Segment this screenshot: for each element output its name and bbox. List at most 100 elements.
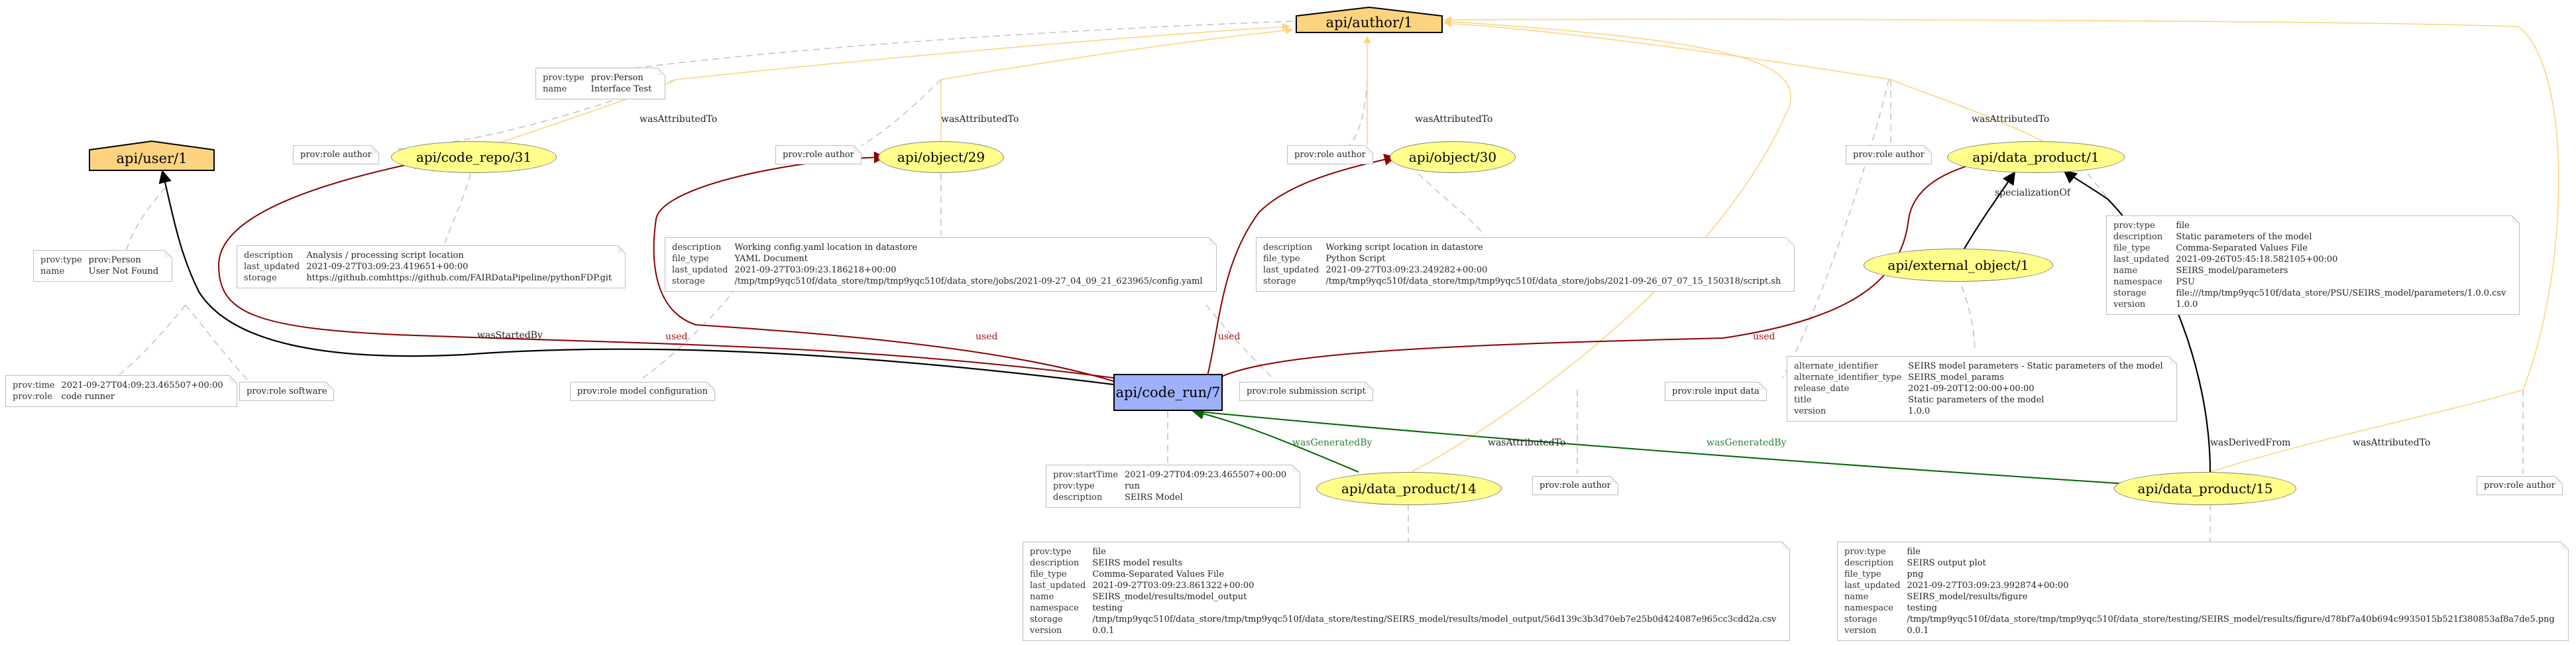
entity-code-repo[interactable]: api/code_repo/31 <box>391 141 557 173</box>
property-value: Comma-Separated Values File <box>1092 569 1224 579</box>
property-value: SEIRS model results <box>1092 558 1183 568</box>
label-attributed-dp14: wasAttributedTo <box>1488 438 1566 448</box>
property-row: storage/tmp/tmp9yqc510f/data_store/tmp/t… <box>1263 276 1787 287</box>
property-key: description <box>1030 558 1080 568</box>
entity-external-object[interactable]: api/external_object/1 <box>1864 249 2053 282</box>
property-value: Analysis / processing script location <box>306 251 464 261</box>
property-value: /tmp/tmp9yqc510f/data_store/tmp/tmp9yqc5… <box>1092 615 1777 624</box>
property-value: YAML Document <box>734 254 808 264</box>
edge-attributed-dp1 <box>1443 20 2055 148</box>
entity-data-product-15[interactable]: api/data_product/15 <box>2114 472 2296 505</box>
property-value: PSU <box>2176 277 2195 287</box>
property-key: name <box>1844 592 1869 602</box>
property-value: prov:Person <box>88 255 141 265</box>
entity-data-product-1-label: api/data_product/1 <box>1972 149 2100 165</box>
external-note-link <box>1961 286 1976 352</box>
property-row: storage/tmp/tmp9yqc510f/data_store/tmp/t… <box>1030 614 1783 625</box>
edge-attributed-dp14 <box>1411 18 1791 473</box>
label-attributed-repo: wasAttributedTo <box>640 114 718 125</box>
agent-user[interactable]: api/user/1 <box>89 140 215 171</box>
property-key: title <box>1794 395 1812 405</box>
property-value: SEIRS_model/results/figure <box>1907 592 2028 602</box>
property-value: 2021-09-27T04:09:23.465507+00:00 <box>61 381 223 390</box>
note-role-author-dp1: prov:role author <box>1846 145 1932 164</box>
agent-author[interactable]: api/author/1 <box>1296 6 1443 33</box>
property-row: title Static parameters of the model <box>1794 394 2170 406</box>
property-key: version <box>2113 300 2146 310</box>
role-input-data-link <box>1782 79 1889 379</box>
property-value: 2021-09-27T03:09:23.992874+00:00 <box>1907 581 2069 591</box>
property-row: storage/tmp/tmp9yqc510f/data_store/tmp/t… <box>1844 614 2561 625</box>
property-value: file <box>1092 547 1106 557</box>
property-value: SEIRS_model/results/model_output <box>1092 592 1247 602</box>
edge-attributed-dp15 <box>1443 16 2559 473</box>
property-row: storage/tmp/tmp9yqc510f/data_store/tmp/t… <box>672 276 1209 287</box>
property-value: https://github.comhttps://github.com/FAI… <box>306 273 612 283</box>
note-data-product-14-props: prov:type file description SEIRS model resu… <box>1023 542 1791 641</box>
property-key: prov:type <box>40 255 82 265</box>
label-attributed-obj30: wasAttributedTo <box>1415 114 1493 125</box>
property-key: file_type <box>2113 243 2151 253</box>
label-used-repo: used <box>665 331 688 342</box>
note-role-author-dp14: prov:role author <box>1532 476 1618 495</box>
property-key: description <box>1053 493 1103 502</box>
property-value: Comma-Separated Values File <box>2176 243 2308 253</box>
pentagon-icon <box>89 140 215 171</box>
label-attributed-dp15: wasAttributedTo <box>2353 438 2431 448</box>
entity-data-product-14[interactable]: api/data_product/14 <box>1316 472 1502 505</box>
entity-object-29-label: api/object/29 <box>897 149 985 165</box>
property-value: Static parameters of the model <box>1908 395 2044 405</box>
edge-generated-dp14 <box>1192 408 1359 473</box>
entity-data-product-1[interactable]: api/data_product/1 <box>1947 141 2125 173</box>
property-row: last_updated 2021-09-27T03:09:23.992874+0… <box>1844 580 2561 591</box>
entity-object-29[interactable]: api/object/29 <box>878 141 1004 173</box>
property-value: 2021-09-27T03:09:23.419651+00:00 <box>306 262 469 272</box>
property-key: prov:role <box>13 392 52 402</box>
property-key: storage <box>244 273 277 283</box>
property-value: file <box>1907 547 1921 557</box>
property-key: file_type <box>1030 569 1067 579</box>
property-value: 0.0.1 <box>1092 626 1115 636</box>
note-role-author-obj29: prov:role author <box>775 145 862 164</box>
property-key: version <box>1844 626 1877 636</box>
property-key: prov:type <box>2113 221 2155 231</box>
property-row: file_type Comma-Separated Values File <box>1030 569 1783 580</box>
label-specialization: specializationOf <box>1995 188 2070 198</box>
property-value: 2021-09-20T12:00:00+00:00 <box>1908 384 2035 394</box>
role-author-obj29-link <box>854 79 942 150</box>
property-key: prov:type <box>1030 547 1072 557</box>
property-value: prov:Person <box>590 73 644 83</box>
property-key: last_updated <box>1263 265 1319 275</box>
property-value: 1.0.0 <box>1908 406 1931 416</box>
entity-object-30[interactable]: api/object/30 <box>1390 141 1516 173</box>
label-used-obj30: used <box>1218 331 1241 342</box>
property-key: last_updated <box>1844 581 1901 591</box>
property-value: /tmp/tmp9yqc510f/data_store/tmp/tmp9yqc5… <box>734 276 1203 286</box>
property-key: description <box>1844 558 1894 568</box>
software-note-link <box>185 304 252 385</box>
agent-author-label: api/author/1 <box>1325 15 1413 30</box>
edge-generated-dp15 <box>1192 406 2128 485</box>
property-key: description <box>1263 243 1313 253</box>
activity-code-run[interactable]: api/code_run/7 <box>1113 374 1223 411</box>
property-row: file_type Comma-Separated Values File <box>2113 243 2512 254</box>
